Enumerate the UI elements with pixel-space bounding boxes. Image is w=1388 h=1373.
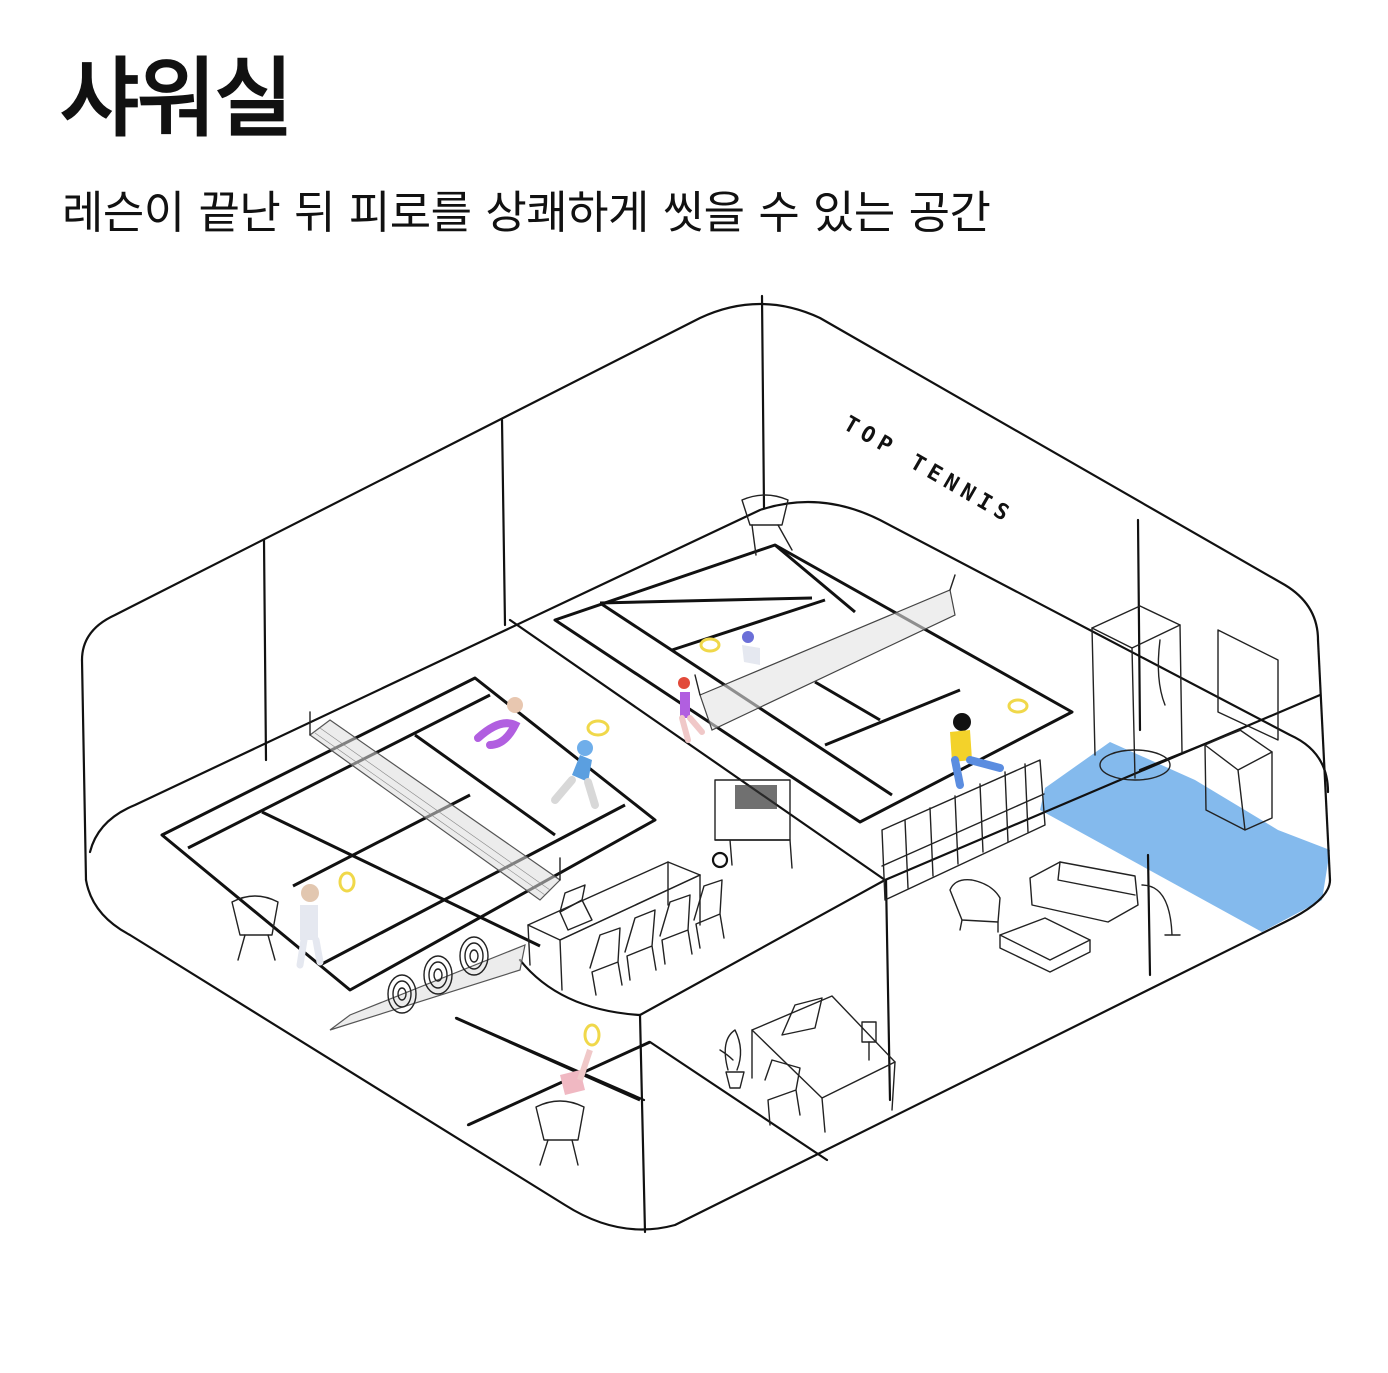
player-far-right-court	[699, 631, 760, 665]
wall-sign: TOP TENNIS	[839, 412, 1018, 530]
player-blue-left	[551, 719, 610, 809]
player-white-left	[296, 871, 356, 969]
shower-booth	[1091, 605, 1183, 781]
player-pink	[560, 1023, 601, 1095]
lockers	[881, 759, 1046, 901]
training-targets	[387, 936, 489, 1014]
ball-basket-left	[231, 895, 279, 961]
player-red-purple	[678, 677, 705, 743]
coffee-table	[999, 917, 1091, 973]
office-desk	[751, 995, 896, 1133]
target-1	[387, 974, 417, 1014]
lounge-sofa	[1029, 861, 1139, 923]
reception-chairs	[589, 879, 725, 996]
office-lamp	[861, 1021, 877, 1061]
floor-lamp	[1141, 884, 1181, 936]
page-title: 샤워실	[60, 49, 293, 149]
building-outline	[80, 294, 1332, 1234]
target-3	[459, 936, 489, 976]
bathroom-mirror	[1217, 629, 1279, 741]
page-subtitle: 레슨이 끝난 뒤 피로를 상쾌하게 씻을 수 있는 공간	[62, 186, 991, 239]
right-court-net	[694, 574, 956, 731]
player-yellow	[950, 698, 1029, 789]
left-court-net	[308, 711, 561, 901]
target-2	[423, 955, 453, 995]
reception-desk	[527, 861, 701, 991]
lounge-armchair	[949, 879, 1001, 933]
bathroom-vanity	[1204, 729, 1273, 831]
office-plant	[719, 1029, 745, 1089]
ball-basket-bottom	[535, 1100, 585, 1166]
office-chair	[764, 1059, 801, 1126]
player-purple	[474, 697, 523, 749]
shower-area-highlight	[1040, 742, 1330, 932]
ball-basket-top	[741, 494, 793, 556]
right-tennis-court	[553, 543, 1074, 824]
ball-cart	[711, 779, 793, 869]
left-tennis-court	[160, 676, 657, 992]
lower-tennis-court	[329, 944, 651, 1127]
